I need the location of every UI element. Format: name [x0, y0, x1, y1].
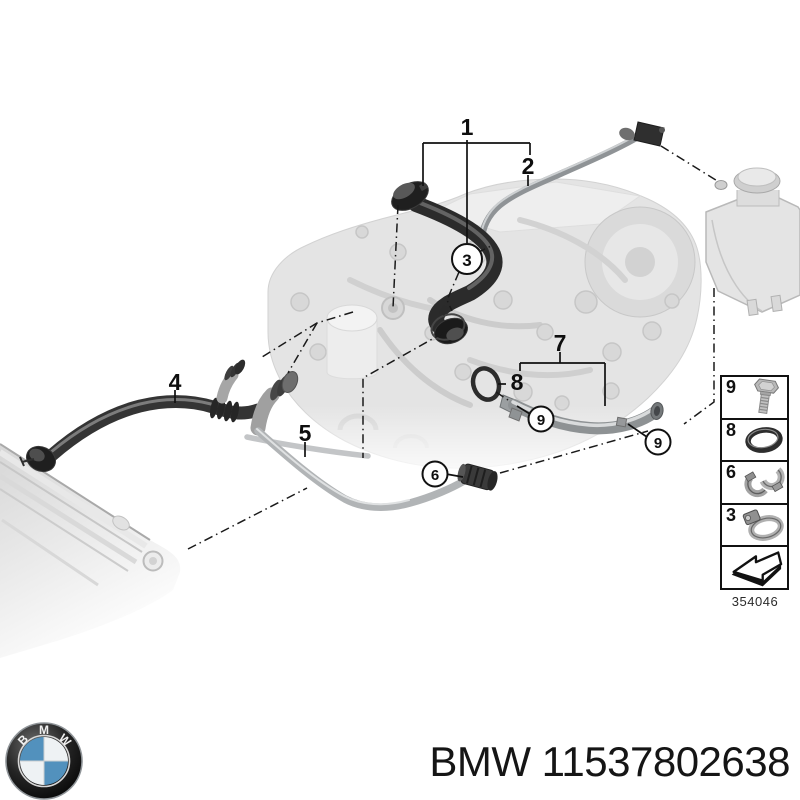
callout-8: 8 [511, 369, 524, 395]
legend-ref-3: 3 [726, 504, 737, 525]
callout-9a-circled: 9 [527, 405, 555, 433]
callout-6-label: 6 [431, 467, 439, 484]
radiator-hose-1 [391, 181, 503, 345]
legend-box: 9 8 6 3 [720, 375, 789, 590]
o-ring-icon [745, 426, 783, 453]
leader-lines-dashdot [187, 145, 720, 550]
hose-junction [216, 359, 299, 436]
callout-4: 4 [169, 369, 182, 395]
part-number-text: BMW 11537802638 [429, 738, 790, 785]
tank-inlet-nub [714, 180, 728, 190]
pipe-bolt-tab-left [508, 407, 523, 422]
hose2-elbow-connector [633, 121, 665, 147]
direction-arrow-icon [731, 551, 783, 587]
o-ring-8 [470, 366, 502, 402]
legend-item-spring-clamp: 6 [722, 462, 787, 505]
bmw-logo-icon: B M W [5, 722, 83, 800]
expansion-tank [705, 167, 800, 317]
legend-item-hose-clamp: 3 [722, 505, 787, 548]
legend-ref-8: 8 [726, 419, 737, 440]
callout-9a-label: 9 [537, 412, 545, 429]
leader-lines-solid [174, 140, 648, 478]
callout-1: 1 [461, 114, 474, 140]
hose4-ribbed-coupler [209, 397, 240, 423]
legend-diagram-number: 354046 [731, 594, 779, 609]
callout-6-circled: 6 [421, 460, 449, 488]
spring-clamp-icon [744, 467, 785, 498]
legend-ref-9: 9 [726, 377, 737, 397]
callout-5: 5 [299, 420, 312, 446]
bolt-icon [754, 378, 780, 415]
pipe-bolt-tab-right [615, 416, 628, 428]
legend-item-direction-arrow [722, 547, 787, 588]
legend-item-o-ring: 8 [722, 420, 787, 463]
radiator-hose-4 [19, 395, 265, 473]
legend-ref-6: 6 [726, 462, 737, 483]
callout-3-label: 3 [462, 251, 471, 270]
legend-item-bolt: 9 [722, 377, 787, 420]
callout-7: 7 [554, 330, 567, 356]
hose-clamp-icon [742, 509, 784, 541]
callout-9b-label: 9 [654, 435, 662, 452]
quick-connector-6 [457, 463, 498, 491]
callout-3-circled: 3 [451, 243, 483, 275]
logo-letter-m: M [39, 723, 49, 737]
hose1-clamp [438, 305, 449, 316]
callout-9b-circled: 9 [644, 428, 672, 456]
radiator [0, 443, 181, 658]
callout-2: 2 [522, 153, 535, 179]
